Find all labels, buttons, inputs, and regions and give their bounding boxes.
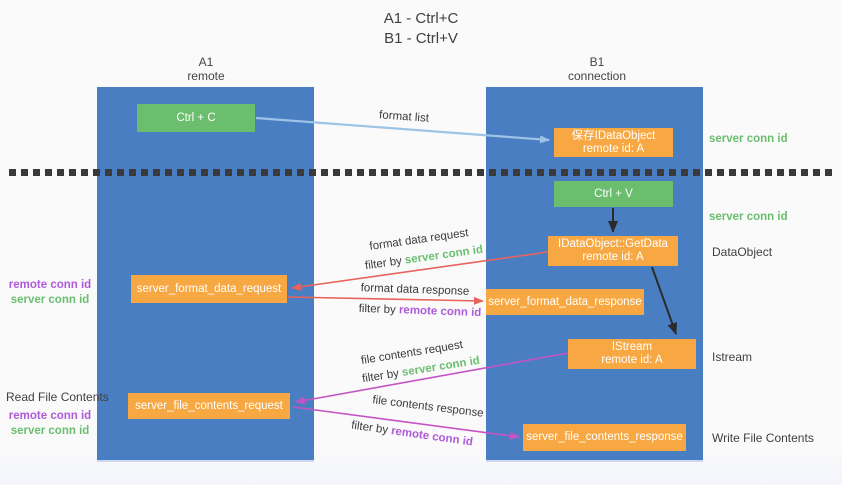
lane-header-b1: B1 connection (527, 55, 667, 83)
title-line-1: A1 - Ctrl+C (383, 10, 459, 27)
server-conn-id-text: server conn id (404, 243, 484, 267)
node-save-idataobject-line2: remote id: A (582, 142, 645, 155)
node-ctrl-v: Ctrl + V (554, 181, 673, 207)
filter-by-text: filter by (350, 419, 389, 437)
node-server-file-contents-response: server_file_contents_response (523, 424, 686, 451)
node-server-format-data-request: server_format_data_request (131, 275, 287, 303)
node-ctrl-v-label: Ctrl + V (594, 187, 633, 200)
label-write-file-contents: Write File Contents (712, 431, 814, 445)
node-format-response-label: server_format_data_response (488, 295, 642, 308)
node-istream-line2: remote id: A (601, 354, 663, 366)
lane-a1-subtitle: remote (187, 69, 225, 83)
remote-conn-id-text: remote conn id (8, 410, 92, 422)
remote-conn-id-text: remote conn id (8, 279, 92, 291)
node-ctrl-c-label: Ctrl + C (176, 111, 216, 124)
server-conn-id-text: server conn id (10, 425, 90, 437)
node-server-format-data-response: server_format_data_response (486, 289, 644, 315)
label-istream: Istream (712, 350, 753, 364)
filter-by-text: filter by (361, 367, 400, 386)
node-getdata-line1: IDataObject::GetData (558, 238, 668, 250)
label-conn-id-pair-2: remote conn id server conn id (8, 409, 92, 439)
lane-a1-name: A1 (198, 55, 214, 69)
node-idataobject-getdata: IDataObject::GetData remote id: A (548, 236, 678, 266)
node-format-request-label: server_format_data_request (136, 282, 282, 295)
label-format-data-response: format data response (360, 282, 470, 298)
label-filter-by-remote-conn-id-2: filter by remote conn id (350, 420, 473, 449)
node-getdata-line2: remote id: A (582, 251, 644, 263)
lane-b1-name: B1 (589, 55, 605, 69)
node-istream: IStream remote id: A (568, 339, 696, 369)
label-filter-by-remote-conn-id-1: filter by remote conn id (358, 303, 481, 319)
label-conn-id-pair-1: remote conn id server conn id (8, 278, 92, 308)
label-dataobject: DataObject (712, 245, 773, 259)
node-file-request-label: server_file_contents_request (135, 399, 283, 412)
label-server-conn-id-top: server conn id (709, 133, 788, 145)
node-ctrl-c: Ctrl + C (137, 104, 255, 132)
label-server-conn-id-mid: server conn id (709, 211, 788, 223)
remote-conn-id-text: remote conn id (398, 304, 482, 320)
separator-dotted-line (9, 169, 833, 176)
node-save-idataobject-line1: 保存IDataObject (571, 129, 656, 142)
node-file-response-label: server_file_contents_response (526, 431, 683, 443)
node-istream-line1: IStream (611, 341, 653, 353)
lane-header-a1: A1 remote (136, 55, 276, 83)
server-conn-id-text: server conn id (10, 294, 90, 306)
node-server-file-contents-request: server_file_contents_request (128, 393, 290, 419)
node-save-idataobject: 保存IDataObject remote id: A (554, 128, 673, 157)
label-read-file-contents: Read File Contents (6, 390, 109, 404)
lane-b1-subtitle: connection (567, 69, 627, 83)
diagram-title: A1 - Ctrl+C B1 - Ctrl+V (321, 9, 521, 49)
filter-by-text: filter by (358, 302, 396, 317)
filter-by-text: filter by (364, 255, 403, 273)
label-file-contents-response: file contents response (371, 394, 485, 420)
remote-conn-id-text: remote conn id (390, 425, 474, 449)
title-line-2: B1 - Ctrl+V (384, 30, 458, 47)
arrow-format-data-response (287, 296, 484, 305)
label-format-list: format list (378, 109, 430, 125)
